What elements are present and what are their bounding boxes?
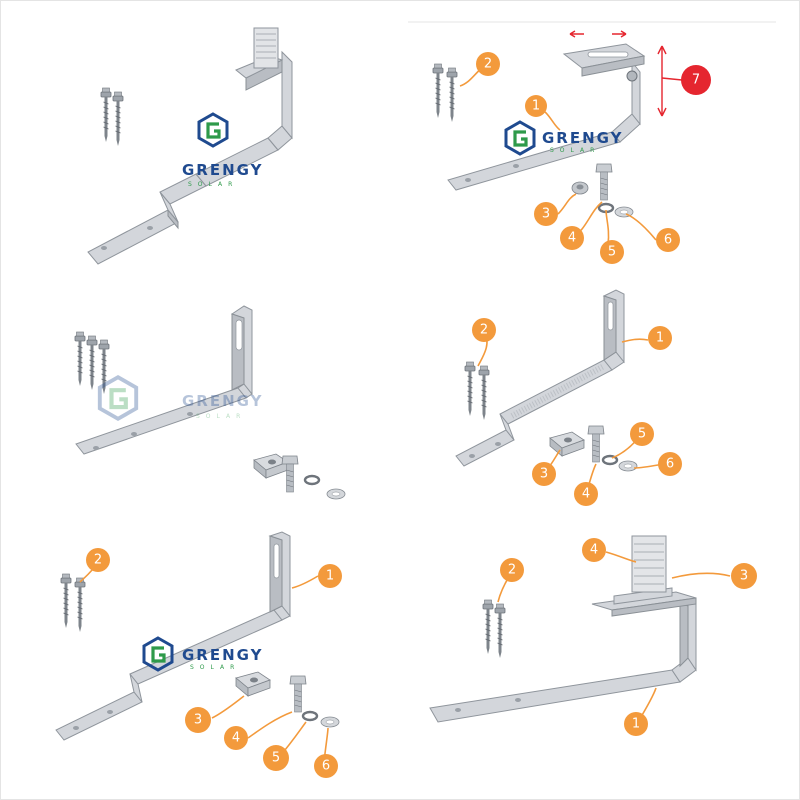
svg-text:3: 3 [540, 467, 548, 482]
offset-hook-long-diagram: GRENGY SOLAR 1 2 3 4 5 6 [55, 531, 342, 778]
panel-top-left: GRENGY SOLAR [0, 0, 400, 266]
hex-bolt [595, 163, 613, 201]
svg-text:4: 4 [590, 543, 598, 558]
spring-washer [301, 710, 319, 722]
hook-with-adjuster-diagram: GRENGY SOLAR 1 2 3 4 5 6 7 [408, 21, 776, 264]
callout-4: 4 [224, 726, 248, 750]
svg-text:5: 5 [272, 751, 280, 766]
callout-2: 2 [500, 558, 524, 582]
hex-bolt [281, 455, 299, 493]
svg-text:5: 5 [608, 245, 616, 260]
t-nut [549, 431, 585, 457]
screw-pair [481, 598, 507, 660]
svg-text:4: 4 [582, 487, 590, 502]
brand-watermark: GRENGY SOLAR [100, 377, 264, 420]
screw-pair [59, 572, 87, 634]
brand-sub: SOLAR [188, 181, 238, 188]
screw-pair [431, 62, 459, 124]
brand-name: GRENGY [542, 129, 624, 147]
roof-hook-bracket [87, 27, 293, 265]
callout-2: 2 [476, 52, 500, 76]
svg-text:1: 1 [656, 331, 664, 346]
callout-6: 6 [314, 754, 338, 778]
hook-adjustable-diagram: GRENGY SOLAR [87, 27, 293, 265]
vertical-adjust-arrow-icon [657, 45, 667, 117]
svg-text:5: 5 [638, 427, 646, 442]
svg-text:1: 1 [632, 717, 640, 732]
callout-4: 4 [582, 538, 606, 562]
flat-washer [618, 460, 638, 472]
callout-2: 2 [86, 548, 110, 572]
callout-1: 1 [318, 564, 342, 588]
brand-logo [197, 112, 229, 148]
hex-bolt [587, 425, 605, 463]
callout-3: 3 [185, 707, 211, 733]
long-hook-with-clamp-diagram: 1 2 3 4 [429, 535, 757, 736]
callout-4: 4 [560, 226, 584, 250]
panel-top-right: GRENGY SOLAR 1 2 3 4 5 6 7 [400, 0, 800, 266]
svg-text:6: 6 [322, 759, 330, 774]
t-nut [235, 671, 271, 697]
screw-pair [463, 360, 491, 422]
flat-washer [326, 488, 346, 500]
svg-text:7: 7 [692, 73, 700, 88]
brand-logo [504, 120, 536, 156]
callout-3: 3 [534, 202, 558, 226]
callout-5: 5 [600, 240, 624, 264]
callout-2: 2 [472, 318, 496, 342]
svg-text:6: 6 [664, 233, 672, 248]
callout-5: 5 [263, 745, 289, 771]
hex-bolt [289, 675, 307, 713]
roof-hook-bracket [447, 43, 646, 191]
callout-6: 6 [658, 452, 682, 476]
callout-7: 7 [681, 65, 711, 95]
svg-text:GRENGY: GRENGY [182, 392, 264, 410]
svg-text:2: 2 [480, 323, 488, 338]
brand-name: GRENGY [182, 646, 264, 664]
flat-washer [320, 716, 340, 728]
callout-3: 3 [532, 462, 556, 486]
svg-text:4: 4 [568, 231, 576, 246]
horizontal-adjust-arrows-icon [569, 30, 627, 38]
svg-text:3: 3 [194, 713, 202, 728]
screw-pair [99, 86, 125, 148]
callout-1: 1 [624, 712, 648, 736]
panel-middle-left: GRENGY SOLAR [0, 266, 400, 532]
panel-bottom-left: GRENGY SOLAR 1 2 3 4 5 6 [0, 531, 400, 798]
callout-1: 1 [525, 95, 547, 117]
callout-1: 1 [648, 326, 672, 350]
svg-text:SOLAR: SOLAR [196, 413, 246, 420]
panel-bottom-right: 1 2 3 4 [400, 532, 800, 798]
brand-sub: SOLAR [550, 147, 600, 154]
offset-hook-diagram: 1 2 3 4 5 6 [455, 289, 682, 506]
flat-hook-diagram: GRENGY SOLAR [73, 305, 346, 500]
svg-text:1: 1 [532, 99, 540, 114]
svg-text:2: 2 [508, 563, 516, 578]
panel-middle-right: 1 2 3 4 5 6 [400, 266, 800, 532]
spring-washer [303, 474, 321, 486]
callout-6: 6 [656, 228, 680, 252]
svg-text:3: 3 [542, 207, 550, 222]
brand-name: GRENGY [182, 161, 264, 179]
nut [571, 181, 589, 195]
svg-text:1: 1 [326, 569, 334, 584]
brand-sub: SOLAR [190, 664, 240, 671]
callout-5: 5 [630, 422, 654, 446]
callout-4: 4 [574, 482, 598, 506]
roof-hook-bracket [75, 305, 253, 455]
roof-hook-bracket [455, 289, 625, 467]
svg-text:3: 3 [740, 569, 748, 584]
roof-hook-bracket [429, 535, 697, 723]
svg-text:2: 2 [484, 57, 492, 72]
svg-text:4: 4 [232, 731, 240, 746]
callout-3: 3 [731, 563, 757, 589]
svg-text:2: 2 [94, 553, 102, 568]
svg-text:6: 6 [666, 457, 674, 472]
